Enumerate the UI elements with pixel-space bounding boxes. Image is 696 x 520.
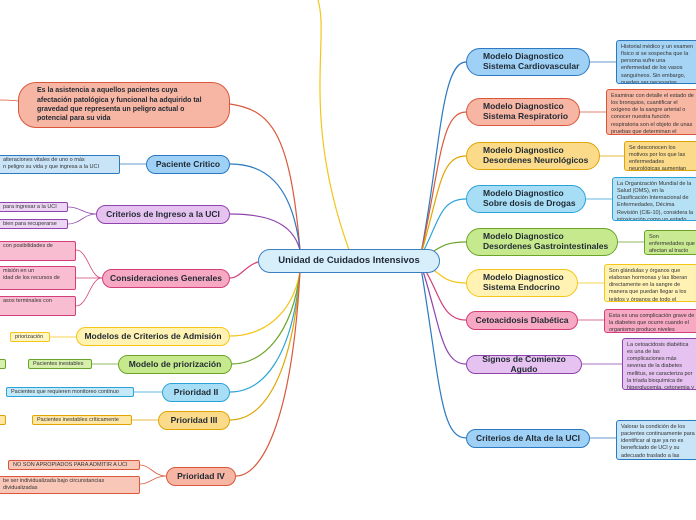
node-modelos-admision-label: Modelos de Criterios de Admisión — [84, 330, 222, 341]
central-topic-label: Unidad de Cuidados Intensivos — [278, 254, 420, 266]
node-neuro-line2: Desordenes Neurológicos — [483, 155, 589, 165]
node-neuro-line1: Modelo Diagnostico — [483, 145, 564, 156]
note-cardio: Historial médico y un examen físico si s… — [616, 40, 696, 84]
tag-ingreso-a: para ingresar a la UCI — [0, 202, 68, 212]
central-topic[interactable]: Unidad de Cuidados Intensivos — [258, 249, 440, 273]
note-signos: La cetoacidosis diabética es una de las … — [622, 338, 696, 390]
note-gastro: Son enfermedades que afectan al tracto d… — [644, 230, 696, 255]
node-alta-label: Criterios de Alta de la UCI — [475, 432, 581, 443]
tag-p4-a: NO SON APROPIADOS PARA ADMITIR A UCI — [8, 460, 140, 470]
node-criterios-ingreso-label: Criterios de Ingreso a la UCI — [106, 208, 220, 219]
node-endo-line2: Sistema Endocrino — [483, 282, 560, 292]
tag-cons-a: con posibilidades de — [0, 241, 76, 261]
note-endo: Son glándulas y órganos que elaboran hor… — [604, 264, 696, 302]
node-ceto[interactable]: Cetoacidosis Diabética — [466, 311, 578, 330]
tag-ingreso-b: bien para recuperarse — [0, 219, 68, 229]
node-drogas-line2: Sobre dosis de Drogas — [483, 198, 576, 208]
node-paciente-critico-label: Paciente Critico — [155, 158, 221, 169]
tag-p3-edge — [0, 415, 6, 425]
node-prioridad-3[interactable]: Prioridad III — [158, 411, 230, 430]
node-criterios-ingreso[interactable]: Criterios de Ingreso a la UCI — [96, 205, 230, 224]
node-modelos-admision[interactable]: Modelos de Criterios de Admisión — [76, 327, 230, 346]
node-paciente-critico[interactable]: Paciente Critico — [146, 155, 230, 174]
note-alta: Valorar la condición de los pacientes co… — [616, 420, 696, 460]
tag-p2-a: Pacientes que requieren monitoreo contin… — [6, 387, 134, 397]
note-resp: Examinar con detalle el estado de los br… — [606, 89, 696, 135]
tag-admision-a: priorización — [10, 332, 50, 342]
node-prioridad-2[interactable]: Prioridad II — [162, 383, 230, 402]
node-prioridad-4[interactable]: Prioridad IV — [166, 467, 236, 486]
node-signos[interactable]: Signos de Comienzo Agudo — [466, 353, 582, 374]
node-modelo-priorizacion-label: Modelo de priorización — [128, 358, 222, 369]
node-cardio-line2: Sistema Cardiovascular — [483, 61, 580, 71]
tag-cons-b: misión en un idad de los recursos de — [0, 266, 76, 290]
node-signos-label: Signos de Comienzo Agudo — [482, 353, 566, 374]
node-prioridad-4-label: Prioridad IV — [177, 470, 225, 481]
note-neuro: Se desconocen los motivos por los que la… — [624, 141, 696, 171]
tag-cons-c: asos terminales con — [0, 296, 76, 316]
tag-prior-a: Pacientes inestables — [28, 359, 92, 369]
node-resp-line2: Sistema Respiratorio — [483, 111, 569, 121]
note-ceto: Esta es una complicación grave de la dia… — [604, 309, 696, 333]
node-modelo-priorizacion[interactable]: Modelo de priorización — [118, 355, 232, 374]
node-ceto-label: Cetoacidosis Diabética — [475, 314, 569, 325]
tag-prior-edge — [0, 359, 6, 369]
node-prioridad-3-label: Prioridad III — [170, 414, 218, 425]
node-consideraciones[interactable]: Consideraciones Generales — [102, 269, 230, 288]
tag-p4-b: be ser individualizada bajo circunstanci… — [0, 476, 140, 494]
node-cardio-line1: Modelo Diagnostico — [483, 51, 564, 62]
node-resp-line1: Modelo Diagnostico — [483, 101, 564, 112]
node-gastro-line2: Desordenes Gastrointestinales — [483, 241, 609, 251]
node-prioridad-2-label: Prioridad II — [173, 386, 219, 397]
node-definicion[interactable]: Es la asistencia a aquellos pacientes cu… — [18, 82, 230, 128]
tag-p3-a: Pacientes inestables críticamente — [32, 415, 132, 425]
note-drogas: La Organización Mundial de la Salud (OMS… — [612, 177, 696, 221]
node-alta[interactable]: Criterios de Alta de la UCI — [466, 429, 590, 448]
node-drogas-line1: Modelo Diagnostico — [483, 188, 564, 199]
node-definicion-text: Es la asistencia a aquellos pacientes cu… — [37, 87, 202, 123]
node-consideraciones-label: Consideraciones Generales — [110, 272, 222, 283]
node-endo-line1: Modelo Diagnostico — [483, 272, 564, 283]
tag-paciente-critico: alteraciones vitales de uno o más n peli… — [0, 155, 120, 174]
node-gastro-line1: Modelo Diagnostico — [483, 231, 564, 242]
